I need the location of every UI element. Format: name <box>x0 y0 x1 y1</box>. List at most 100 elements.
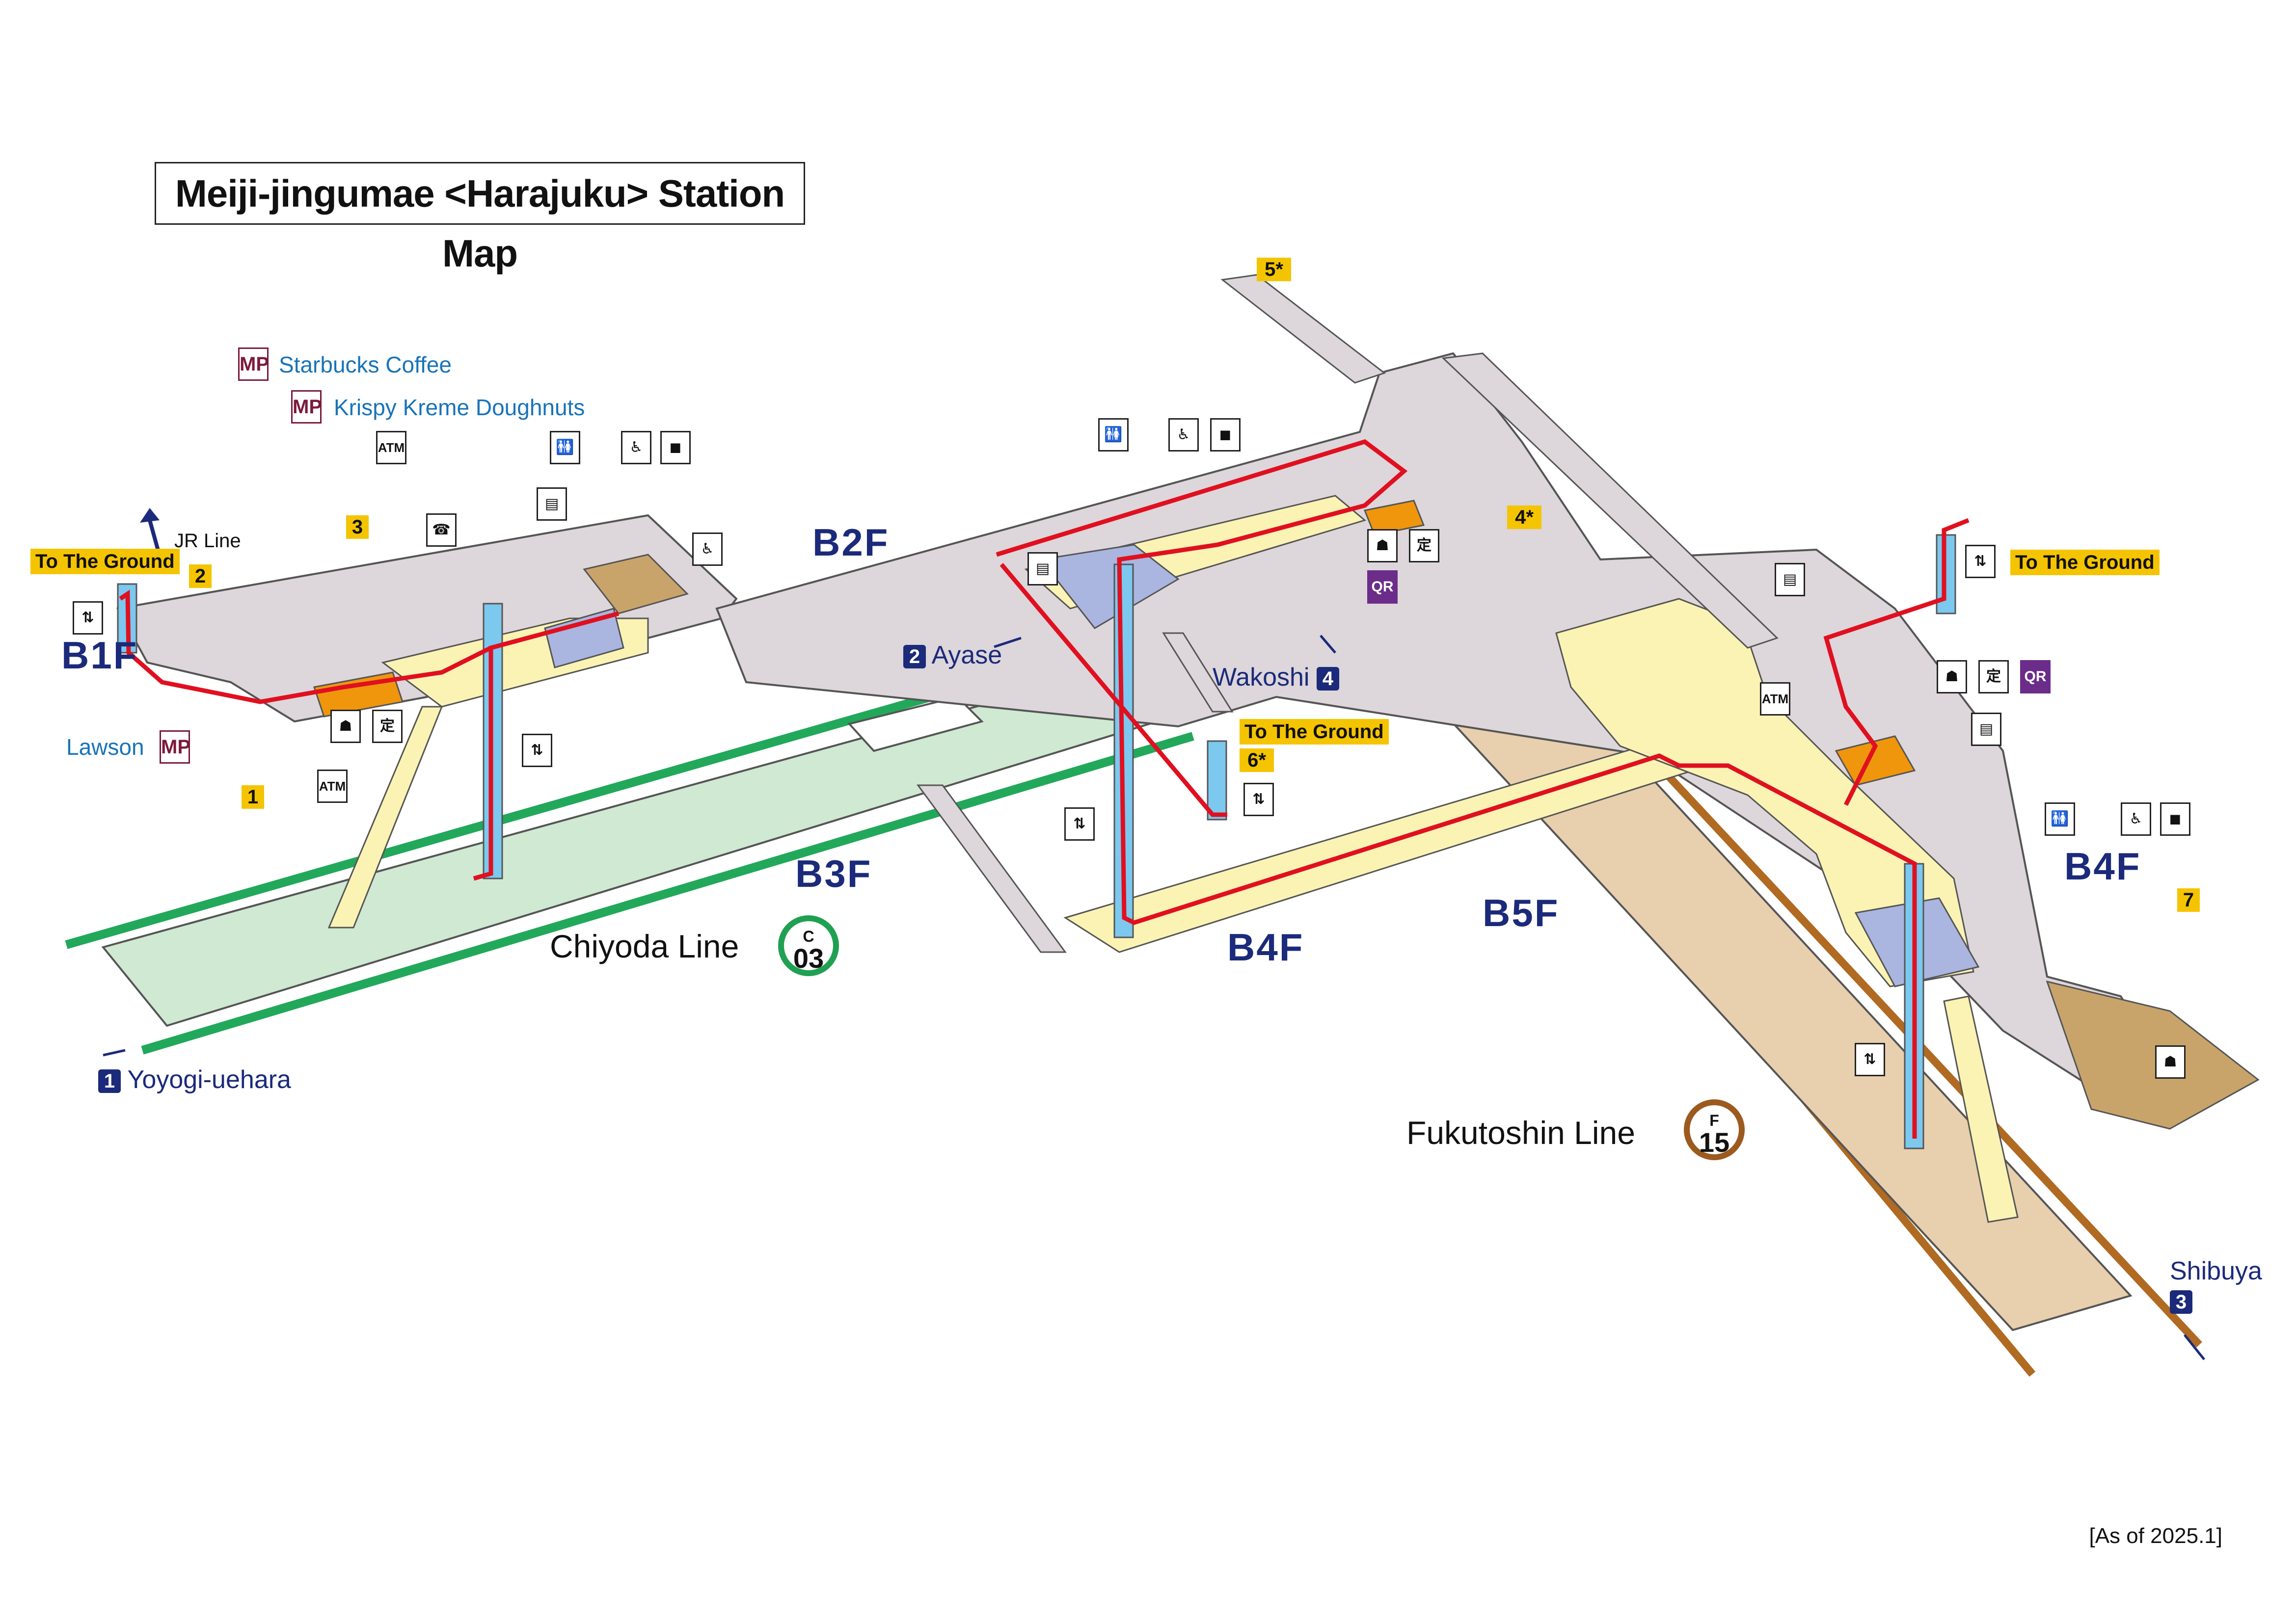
station-staff-icon-office: ☗ <box>2155 1045 2186 1079</box>
route-right <box>1823 518 1970 806</box>
as-of-date: [As of 2025.1] <box>2089 1524 2222 1548</box>
direction-yoyogi-number: 1 <box>98 1069 121 1093</box>
chiyoda-platform-b3f <box>101 668 1176 1027</box>
elevator-icon-b4f: ⇅ <box>1064 807 1095 841</box>
direction-yoyogi-uehara: 1 Yoyogi-uehara <box>98 1065 291 1094</box>
locker-icon-right-top: ▤ <box>1775 563 1805 596</box>
elevator-shaft-6 <box>1207 740 1227 821</box>
restroom-icon-right: 🚻 <box>2045 802 2075 836</box>
station-office-left <box>583 554 689 614</box>
direction-ayase-number: 2 <box>903 645 926 669</box>
route-down-center <box>999 563 1227 817</box>
exit-2[interactable]: 2 <box>189 564 212 588</box>
restroom-icon-center: 🚻 <box>1098 418 1129 452</box>
elevator-icon-center: ⇅ <box>1243 783 1274 816</box>
map-title: Meiji-jingumae <Harajuku> Station Map <box>155 162 805 275</box>
to-ground-center: To The Ground <box>1240 719 1389 745</box>
escalator-exit5 <box>1220 274 1386 384</box>
chiyoda-platform-hole <box>847 695 984 752</box>
stairs-b3-b4 <box>917 784 1067 953</box>
route-left <box>119 589 620 881</box>
elevator-icon-b3f: ⇅ <box>522 734 552 767</box>
direction-yoyogi-text: Yoyogi-uehara <box>127 1065 291 1094</box>
floor-b5f-label: B5F <box>1483 891 1560 934</box>
chiyoda-track-lower <box>141 732 1194 1055</box>
direction-wakoshi-number: 4 <box>1316 667 1339 691</box>
multipurpose-icon-left: ◼ <box>660 431 691 464</box>
chiyoda-line-letter: C <box>803 928 814 945</box>
qr-ticket-icon-right: QR <box>2020 660 2051 693</box>
escalator-right <box>1441 352 1779 649</box>
exit-1[interactable]: 1 <box>242 785 264 809</box>
restroom-icon-left: 🚻 <box>550 431 580 464</box>
floor-b4f-right-label: B4F <box>2064 845 2141 888</box>
arrow-shibuya <box>2184 1334 2205 1360</box>
baby-care-icon-right: ♿ <box>2121 802 2151 836</box>
floor-b4f-center-label: B4F <box>1227 926 1304 969</box>
direction-shibuya: Shibuya 3 <box>2170 1256 2262 1315</box>
shop-starbucks[interactable]: Starbucks Coffee <box>279 352 452 377</box>
atm-icon-right: ATM <box>1760 682 1790 716</box>
chiyoda-line-number: 03 <box>793 943 824 974</box>
commuter-pass-icon-left: 定 <box>372 710 403 743</box>
exit-5[interactable]: 5* <box>1257 258 1291 281</box>
commuter-pass-icon-center: 定 <box>1409 529 1439 562</box>
shop-krispy-kreme[interactable]: Krispy Kreme Doughnuts <box>334 395 585 420</box>
station-staff-icon-center: ☗ <box>1367 529 1398 562</box>
escalator-b5-right <box>1943 995 2019 1223</box>
exit-4[interactable]: 4* <box>1507 506 1541 529</box>
multipurpose-icon-right: ◼ <box>2160 802 2190 836</box>
station-staff-icon-left: ☗ <box>330 710 361 743</box>
fukutoshin-line-logo: F 15 <box>1684 1099 1745 1160</box>
elevator-icon-left: ⇅ <box>73 601 103 635</box>
direction-wakoshi-text: Wakoshi <box>1213 663 1310 692</box>
multipurpose-icon-center: ◼ <box>1210 418 1241 452</box>
elevator-icon-right-top: ⇅ <box>1965 545 1996 578</box>
shop-counter-right <box>1835 735 1916 786</box>
floor-b3f-label: B3F <box>795 852 872 895</box>
to-ground-right: To The Ground <box>2010 550 2160 575</box>
arrow-wakoshi <box>1320 635 1336 654</box>
chiyoda-line-name: Chiyoda Line <box>550 928 739 964</box>
arrow-yoyogi <box>103 1049 126 1057</box>
locker-icon-right: ▤ <box>1971 713 2001 746</box>
station-office-right <box>2046 980 2260 1130</box>
floor-b2f-label: B2F <box>812 521 890 564</box>
qr-ticket-icon-center: QR <box>1367 570 1398 604</box>
chiyoda-line-logo: C 03 <box>778 915 839 976</box>
concourse-b1f <box>116 514 738 723</box>
baby-care-icon-left: ♿ <box>621 431 651 464</box>
ticket-gate-center <box>1039 544 1180 629</box>
direction-ayase: 2 Ayase <box>903 640 1002 670</box>
fukutoshin-line-name: Fukutoshin Line <box>1406 1115 1635 1151</box>
arrow-ayase <box>994 637 1022 648</box>
mp-icon-starbucks: MP <box>238 347 269 381</box>
shop-counter-center <box>1363 500 1425 536</box>
exit-3[interactable]: 3 <box>346 515 369 539</box>
fukutoshin-line-letter: F <box>1709 1112 1719 1129</box>
floor-b1f-label: B1F <box>61 634 138 677</box>
station-staff-icon-right: ☗ <box>1937 660 1967 693</box>
exit-7[interactable]: 7 <box>2177 888 2200 912</box>
wheelchair-stair-icon: ♿ <box>692 532 723 566</box>
mp-icon-krispy: MP <box>291 390 322 424</box>
elevator-icon-b5f: ⇅ <box>1855 1043 1885 1076</box>
ticket-gate-left <box>544 608 624 668</box>
arrow-jr-head <box>140 508 160 523</box>
to-ground-left: To The Ground <box>30 549 180 574</box>
baby-care-icon-center: ♿ <box>1168 418 1199 452</box>
stairs-b1-b3 <box>327 706 443 929</box>
direction-shibuya-number: 3 <box>2170 1290 2192 1314</box>
stairs-center <box>1162 632 1234 713</box>
direction-ayase-text: Ayase <box>931 641 1002 669</box>
route-center <box>996 439 1917 1139</box>
direction-shibuya-text: Shibuya <box>2170 1257 2262 1285</box>
fukutoshin-line-number: 15 <box>1699 1127 1730 1158</box>
shop-lawson[interactable]: Lawson <box>66 734 144 760</box>
locker-icon-left: ▤ <box>537 487 567 521</box>
mp-icon-lawson: MP <box>160 730 190 764</box>
payphone-icon: ☎ <box>426 513 457 547</box>
exit-6[interactable]: 6* <box>1240 748 1274 772</box>
jr-line-label: JR Line <box>174 530 241 552</box>
